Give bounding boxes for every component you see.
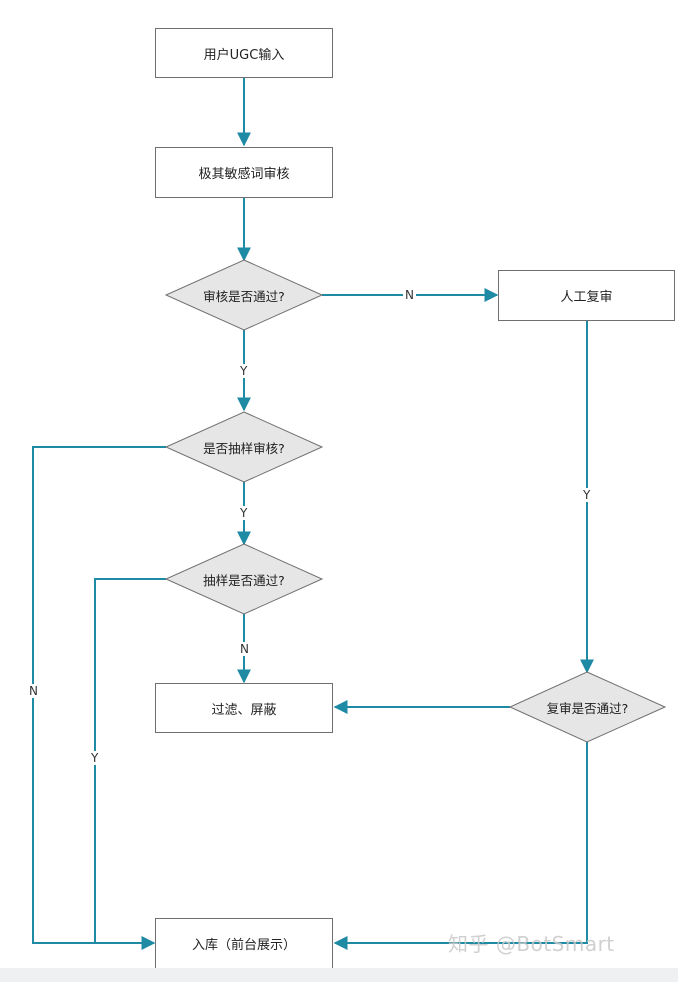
filter-block-label: 过滤、屏蔽 xyxy=(211,702,277,718)
sample-review-yes-label: Y xyxy=(238,506,250,520)
sample-review-label: 是否抽样审核? xyxy=(203,440,285,456)
review-pass-label: 审核是否通过? xyxy=(203,288,285,304)
sample-review-no-label: N xyxy=(27,684,40,698)
keyword-review-box: 极其敏感词审核 xyxy=(155,147,333,198)
sample-pass-no-label: N xyxy=(238,642,251,656)
review-pass-no-label: N xyxy=(403,288,416,302)
manual-recheck-box: 人工复审 xyxy=(498,270,675,321)
edge-recheckpass-to-store xyxy=(333,742,588,950)
manual-recheck-yes-label: Y xyxy=(581,488,593,502)
bottom-strip xyxy=(0,968,678,982)
filter-block-box: 过滤、屏蔽 xyxy=(155,683,333,733)
recheck-pass-label: 复审是否通过? xyxy=(546,700,629,716)
store-display-box: 入库（前台展示） xyxy=(155,918,333,969)
ugc-input-box: 用户UGC输入 xyxy=(155,28,333,78)
sample-review-diamond xyxy=(164,411,324,483)
keyword-review-label: 极其敏感词审核 xyxy=(198,167,290,182)
manual-recheck-label: 人工复审 xyxy=(560,290,613,305)
edge-samplepass-yes-to-store xyxy=(94,578,166,943)
review-pass-diamond xyxy=(164,259,324,331)
sample-pass-diamond xyxy=(164,543,324,615)
review-pass-yes-label: Y xyxy=(238,364,250,378)
ugc-input-label: 用户UGC输入 xyxy=(203,47,285,63)
store-display-label: 入库（前台展示） xyxy=(191,938,296,953)
watermark: 知乎 @BotSmart xyxy=(448,932,615,956)
edge-sample-no-to-store xyxy=(32,446,166,950)
recheck-pass-diamond xyxy=(508,671,667,743)
sample-pass-label: 抽样是否通过? xyxy=(203,572,285,588)
sample-pass-yes-label: Y xyxy=(89,751,101,765)
